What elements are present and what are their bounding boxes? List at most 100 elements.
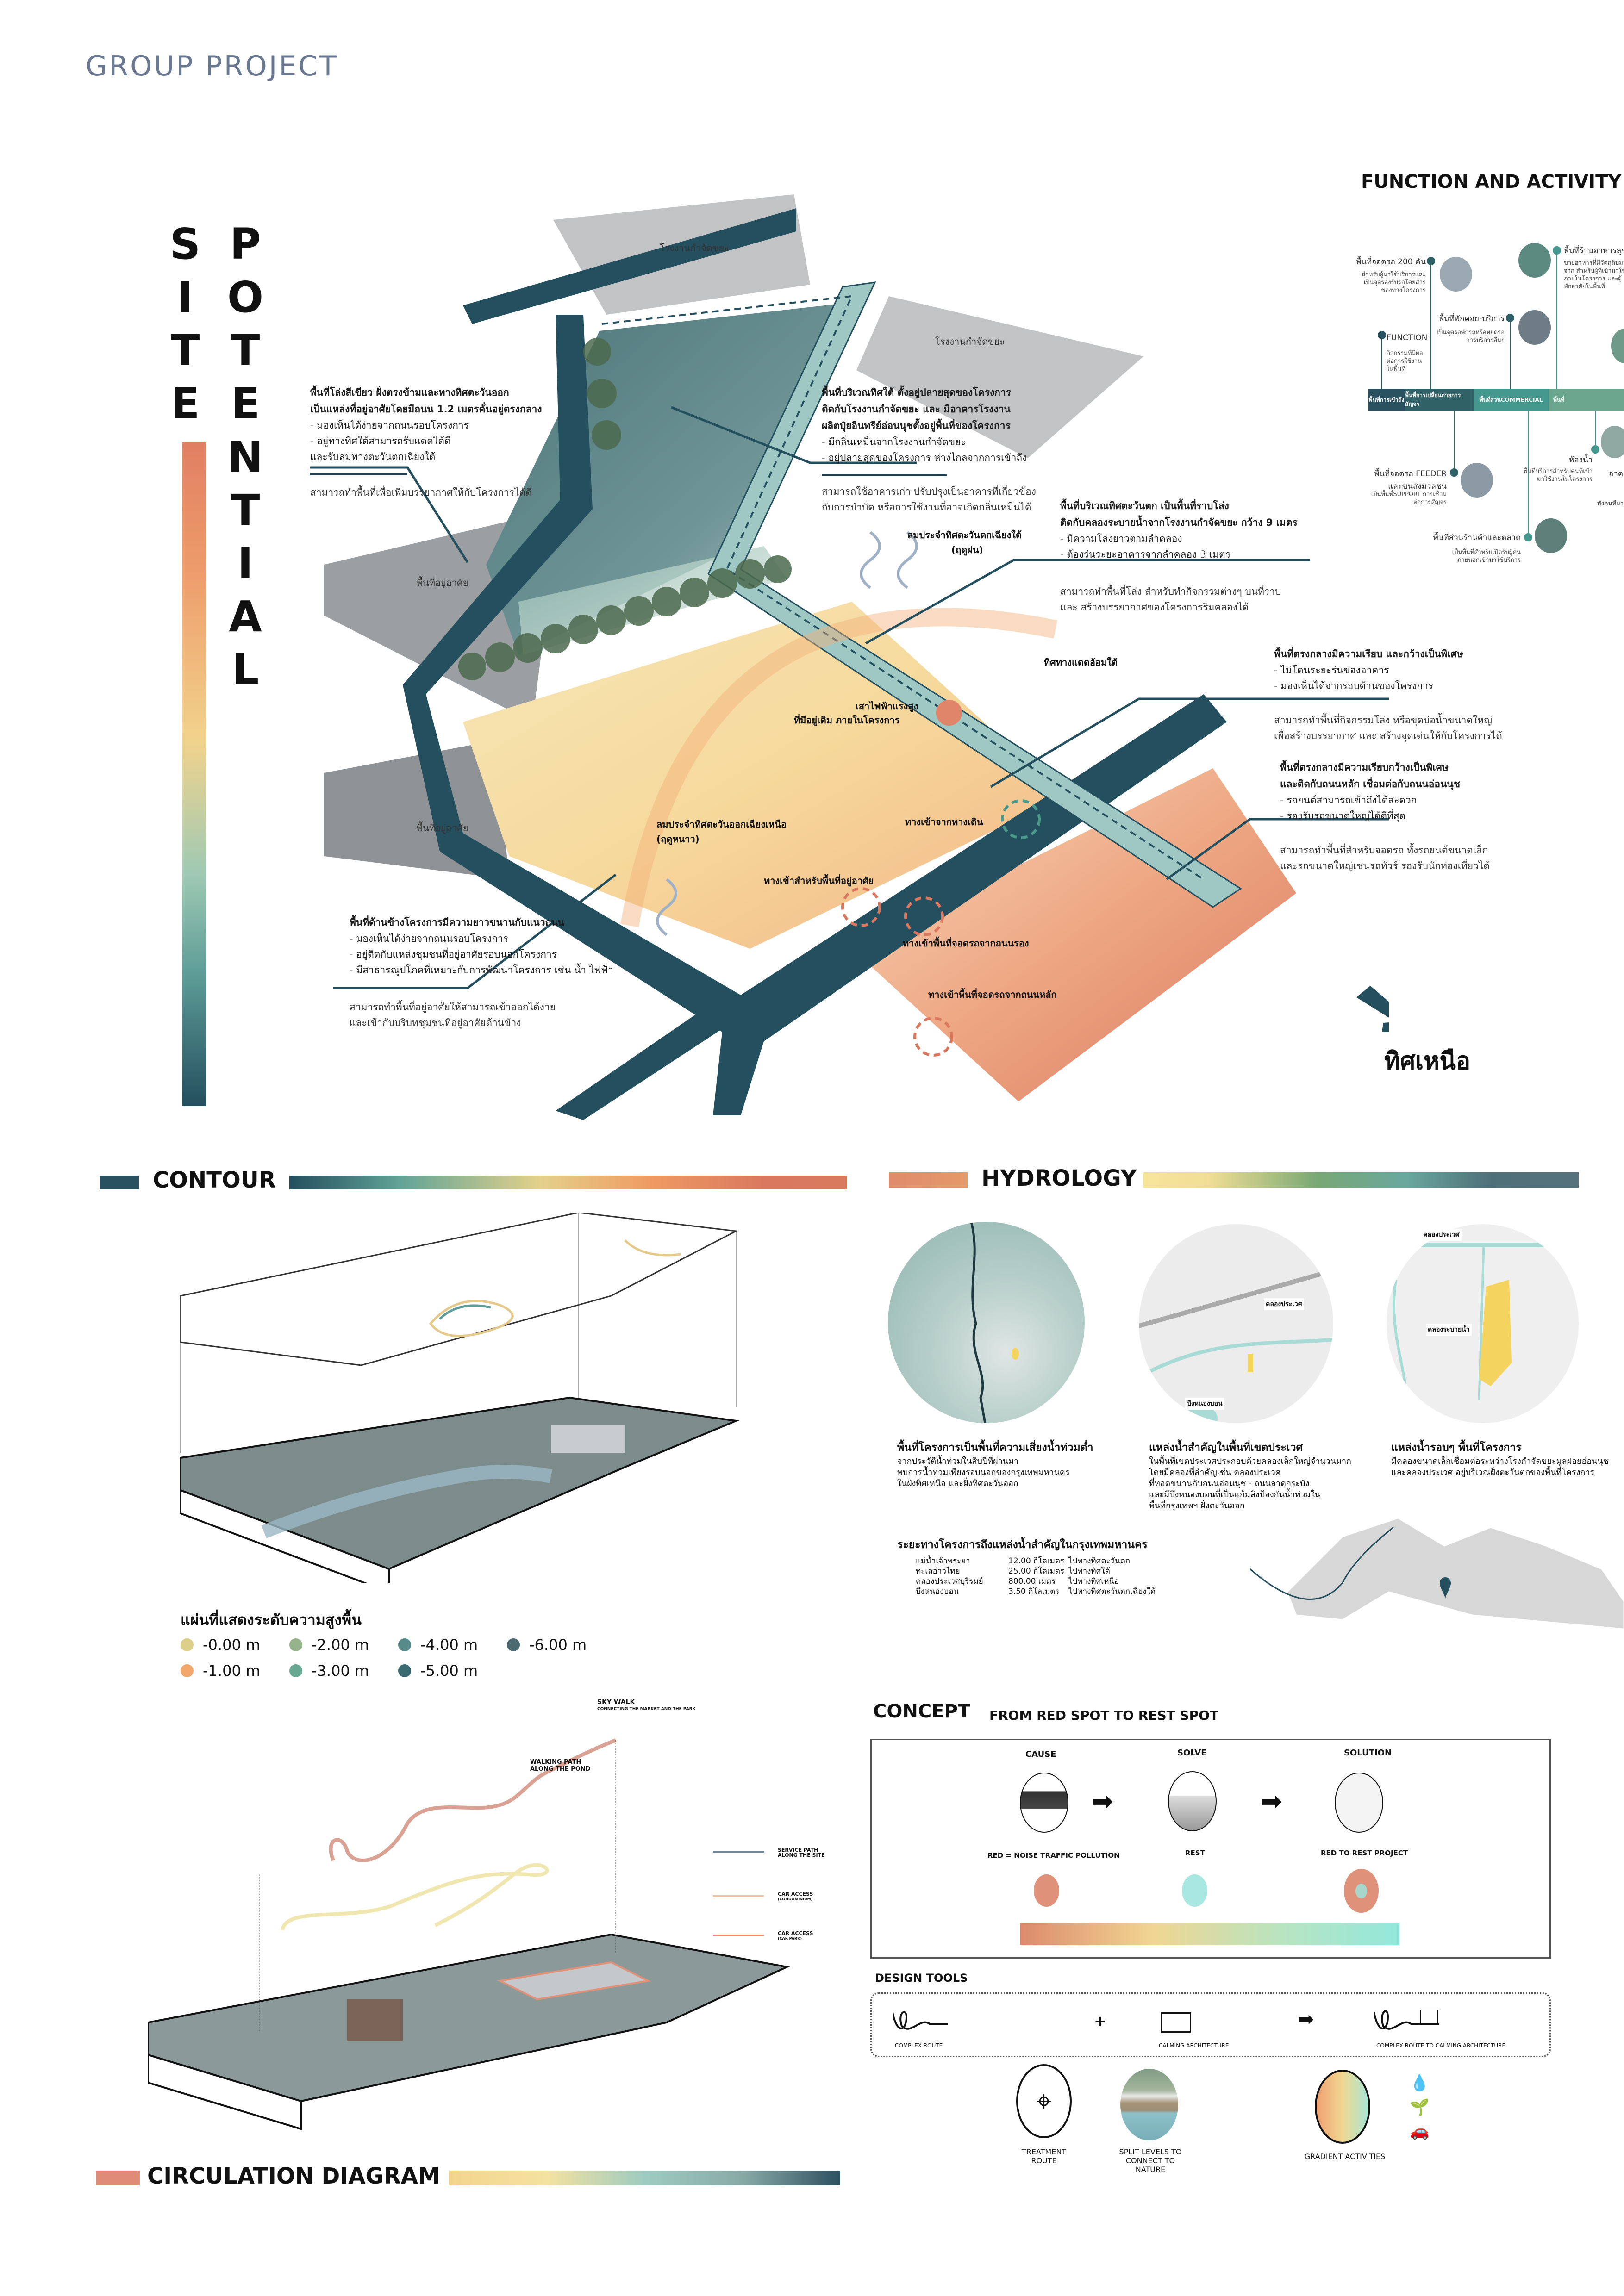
residential-label: พื้นที่อยู่อาศัย bbox=[417, 822, 468, 834]
activity-photo bbox=[1611, 329, 1624, 363]
title-letter: O bbox=[227, 273, 264, 322]
concept-subtitle: FROM RED SPOT TO REST SPOT bbox=[989, 1708, 1219, 1723]
divider bbox=[310, 473, 407, 475]
note-bullet: - มองเห็นได้ง่ายจากถนนรอบโครงการ bbox=[350, 933, 508, 944]
title-letter: T bbox=[231, 485, 260, 535]
title-letter: E bbox=[170, 379, 200, 429]
tool-caption-line: ROUTE bbox=[1031, 2156, 1057, 2165]
arrow-right-icon: ➡ bbox=[1298, 2008, 1314, 2030]
restroom-photo bbox=[1601, 426, 1624, 458]
contour-legend-title: แผ่นที่แสดงระดับความสูงพื้น bbox=[181, 1611, 362, 1629]
timeline-stem bbox=[1430, 260, 1431, 389]
note-conclusion: และเข้ากับบริบทชุมชนที่อยู่อาศัยด้านข้าง bbox=[350, 1017, 521, 1028]
tool-caption: GRADIENT ACTIVITIES bbox=[1304, 2152, 1386, 2161]
function-item-title: พื้นที่พักคอย-บริการ bbox=[1438, 314, 1505, 324]
hydrology-map-site bbox=[1387, 1224, 1579, 1423]
legend-label: -4.00 m bbox=[420, 1636, 478, 1654]
legend-label: -2.00 m bbox=[312, 1636, 369, 1654]
hydrology-col-flood: พื้นที่โครงการเป็นพื้นที่ความเสี่ยงน้ำท่… bbox=[897, 1439, 1138, 1489]
legend-label: -1.00 m bbox=[203, 1662, 261, 1680]
circulation-swatch bbox=[96, 2171, 140, 2185]
tool-caption-line: TREATMENT bbox=[1021, 2147, 1067, 2156]
design-tools-title: DESIGN TOOLS bbox=[875, 1972, 968, 1985]
function-item-title: พื้นที่จอดรถ 200 คัน bbox=[1356, 257, 1426, 267]
function-item-desc: สำหรับผู้มาใช้บริการและเป็นจุดรองรับรถโด… bbox=[1362, 271, 1426, 294]
timeline-stem bbox=[1556, 250, 1557, 389]
title-letter: A bbox=[229, 592, 262, 641]
note-heading: พื้นที่ด้านข้างโครงการมีความยาวขนานกับแน… bbox=[350, 917, 565, 928]
distance-title: ระยะทางโครงการถึงแหล่งน้ำสำคัญในกรุงเทพม… bbox=[897, 1539, 1148, 1551]
bus-photo bbox=[1461, 463, 1493, 498]
contour-legend: -0.00 m -2.00 m -4.00 m -6.00 m -1.00 m … bbox=[181, 1636, 616, 1680]
city-traffic-icon bbox=[1020, 1773, 1068, 1833]
treatment-route-icon: ⌖ bbox=[1016, 2064, 1072, 2138]
note-bullet: - มองเห็นได้จากรอบด้านของโครงการ bbox=[1274, 680, 1434, 691]
skywalk-sublabel: CONNECTING THE MARKET AND THE PARK bbox=[597, 1707, 696, 1711]
arrow-right-icon: ➡ bbox=[1092, 1786, 1113, 1817]
formula-caption: CALMING ARCHITECTURE bbox=[1159, 2042, 1229, 2049]
note-conclusion: สามารถทำพื้นที่โล่ง สำหรับทำกิจกรรมต่างๆ… bbox=[1060, 586, 1281, 597]
note-conclusion: สามารถทำพื้นที่เพื่อเพิ่มบรรยากาศให้กับโ… bbox=[310, 487, 532, 498]
note-conclusion: และรถขนาดใหญ่เช่นรถทัวร์ รองรับนักท่องเท… bbox=[1280, 860, 1490, 871]
distance-value: 3.50 กิโลเมตร bbox=[1008, 1587, 1060, 1596]
distance-place: แม่น้ำเจ้าพระยา bbox=[916, 1556, 970, 1566]
legend-label-line: CAR ACCESS bbox=[778, 1930, 813, 1936]
note-bullet: - อยู่ติดกับแหล่งชุมชนที่อยู่อาศัยรอบนอก… bbox=[350, 949, 557, 960]
note-bullet: - อยู่ทางทิศใต้สามารถรับแดดได้ดี bbox=[310, 436, 451, 447]
note-bullet: - อยู่ปลายสุดของโครงการ ห่างไกลจากการเข้… bbox=[822, 452, 1027, 463]
legend-dot-icon bbox=[398, 1664, 411, 1677]
distance-direction: ไปทางทิศใต้ bbox=[1068, 1567, 1110, 1576]
pedestrian-entry-label: ทางเข้าจากทางเดิน bbox=[905, 816, 983, 828]
note-conclusion: และ สร้างบรรยากาศของโครงการริมคลองได้ bbox=[1060, 602, 1249, 613]
distance-direction: ไปทางทิศเหนือ bbox=[1068, 1577, 1119, 1586]
concept-box: CAUSE SOLVE SOLUTION ➡ ➡ RED = NOISE TRA… bbox=[870, 1739, 1551, 1959]
function-item-desc: เป็นพื้นที่สำหรับเปิดรับผู้คนภายนอกเข้าม… bbox=[1452, 549, 1521, 564]
legend-line bbox=[713, 1895, 764, 1897]
parking-photo bbox=[1440, 257, 1472, 292]
skywalk-label: SKY WALK bbox=[597, 1699, 635, 1706]
formula-caption: COMPLEX ROUTE bbox=[895, 2042, 943, 2049]
note-heading: พื้นที่บริเวณทิศใต้ ตั้งอยู่ปลายสุดของโค… bbox=[822, 387, 1011, 398]
page-title: GROUP PROJECT bbox=[86, 50, 338, 82]
legend-line bbox=[713, 1851, 764, 1853]
legend-line bbox=[713, 1935, 764, 1936]
note-side-area: พื้นที่ด้านข้างโครงการมีความยาวขนานกับแน… bbox=[350, 914, 674, 1031]
title-letter: L bbox=[231, 645, 259, 695]
drain-canal-label: คลองระบายน้ำ bbox=[1426, 1324, 1472, 1336]
legend-label: CAR ACCESS(CONDOMINIUM) bbox=[778, 1892, 813, 1902]
gradient-activities-icon bbox=[1315, 2070, 1370, 2144]
circulation-gradient-bar bbox=[449, 2171, 840, 2185]
site-title-col: S I T E bbox=[167, 218, 204, 430]
note-bullet: - มีกลิ่นเหม็นจากโรงงานกำจัดขยะ bbox=[822, 436, 966, 448]
legend-label: -5.00 m bbox=[420, 1662, 478, 1680]
legend-item: -1.00 m bbox=[181, 1662, 289, 1680]
timeline-stem bbox=[1510, 317, 1511, 389]
distance-table: ระยะทางโครงการถึงแหล่งน้ำสำคัญในกรุงเทพม… bbox=[897, 1537, 1184, 1597]
ne-wind-label: ลมประจำทิศตะวันออกเฉียงเหนือ bbox=[656, 819, 787, 830]
north-label: ทิศเหนือ bbox=[1384, 1047, 1471, 1075]
legend-label-line: (CONDOMINIUM) bbox=[778, 1897, 813, 1901]
bar-segment: พื้นที่ส่วนCOMMERCIAL bbox=[1474, 389, 1549, 411]
legend-dot-icon bbox=[398, 1638, 411, 1651]
note-bullet: และรับลมทางตะวันตกเฉียงใต้ bbox=[310, 451, 436, 462]
formula-caption: COMPLEX ROUTE TO CALMING ARCHITECTURE bbox=[1376, 2042, 1506, 2049]
legend-item: -3.00 m bbox=[289, 1662, 398, 1680]
title-letter: P bbox=[230, 219, 261, 269]
residential-label: พื้นที่อยู่อาศัย bbox=[417, 577, 468, 588]
hydrology-swatch bbox=[889, 1172, 968, 1188]
happy-people-icon bbox=[1335, 1773, 1383, 1833]
concept-step-caption: REST bbox=[1185, 1849, 1205, 1857]
timeline-stem bbox=[1528, 411, 1529, 536]
note-heading: พื้นที่ตรงกลางมีความเรียบ และกว้างเป็นพิ… bbox=[1274, 648, 1463, 660]
bar-segment: พื้นที่ bbox=[1549, 389, 1624, 411]
concept-step-caption: RED TO REST PROJECT bbox=[1321, 1849, 1408, 1857]
legend-label-line: ALONG THE SITE bbox=[778, 1852, 825, 1858]
hydrology-gradient-bar bbox=[1143, 1172, 1579, 1188]
note-parking-area: พื้นที่ตรงกลางมีความเรียบกว้างเป็นพิเศษ … bbox=[1280, 759, 1558, 874]
parking-entry-secondary-label: ทางเข้าพื้นที่จอดรถจากถนนรอง bbox=[903, 938, 1029, 949]
split-levels-photo bbox=[1120, 2069, 1178, 2140]
legend-label: -3.00 m bbox=[312, 1662, 369, 1680]
parking-entry-main-label: ทางเข้าพื้นที่จอดรถจากถนนหลัก bbox=[928, 989, 1057, 1000]
